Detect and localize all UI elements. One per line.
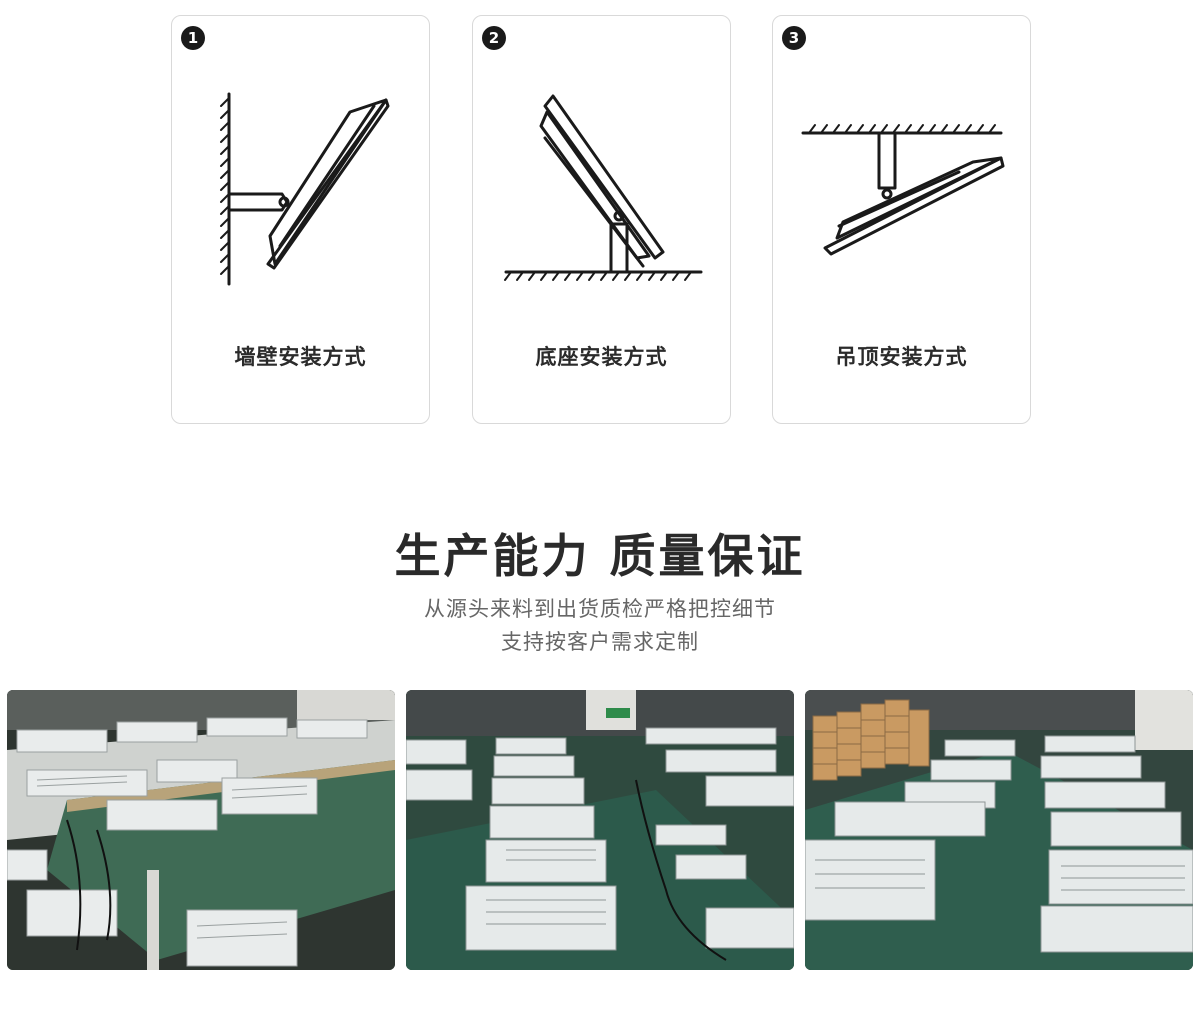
base-mount-icon (504, 94, 703, 281)
install-card-wall: 1 墙壁安装方式 (171, 15, 430, 424)
install-card-ceiling: 3 吊顶安装方式 (772, 15, 1031, 424)
ceiling-mount-icon (801, 124, 1005, 256)
install-method-label: 底座安装方式 (535, 345, 668, 369)
factory-photo-workbench (7, 690, 395, 970)
factory-photo-assembly-line (406, 690, 794, 970)
install-method-label: 墙壁安装方式 (234, 345, 367, 369)
factory-photos (7, 690, 1193, 970)
factory-photo-warehouse (805, 690, 1193, 970)
install-methods-section: 1 墙壁安装方式 2 (171, 15, 1033, 426)
step-number-badge: 2 (482, 26, 506, 50)
step-number-badge: 3 (782, 26, 806, 50)
wall-mount-icon (220, 92, 390, 286)
section-subtitle: 从源头来料到出货质检严格把控细节 (424, 597, 776, 621)
install-card-base: 2 底座安装方式 (472, 15, 731, 424)
step-number-badge: 1 (181, 26, 205, 50)
section-title: 生产能力 质量保证 (394, 529, 806, 583)
section-subtitle: 支持按客户需求定制 (501, 630, 699, 654)
install-method-label: 吊顶安装方式 (835, 345, 968, 369)
